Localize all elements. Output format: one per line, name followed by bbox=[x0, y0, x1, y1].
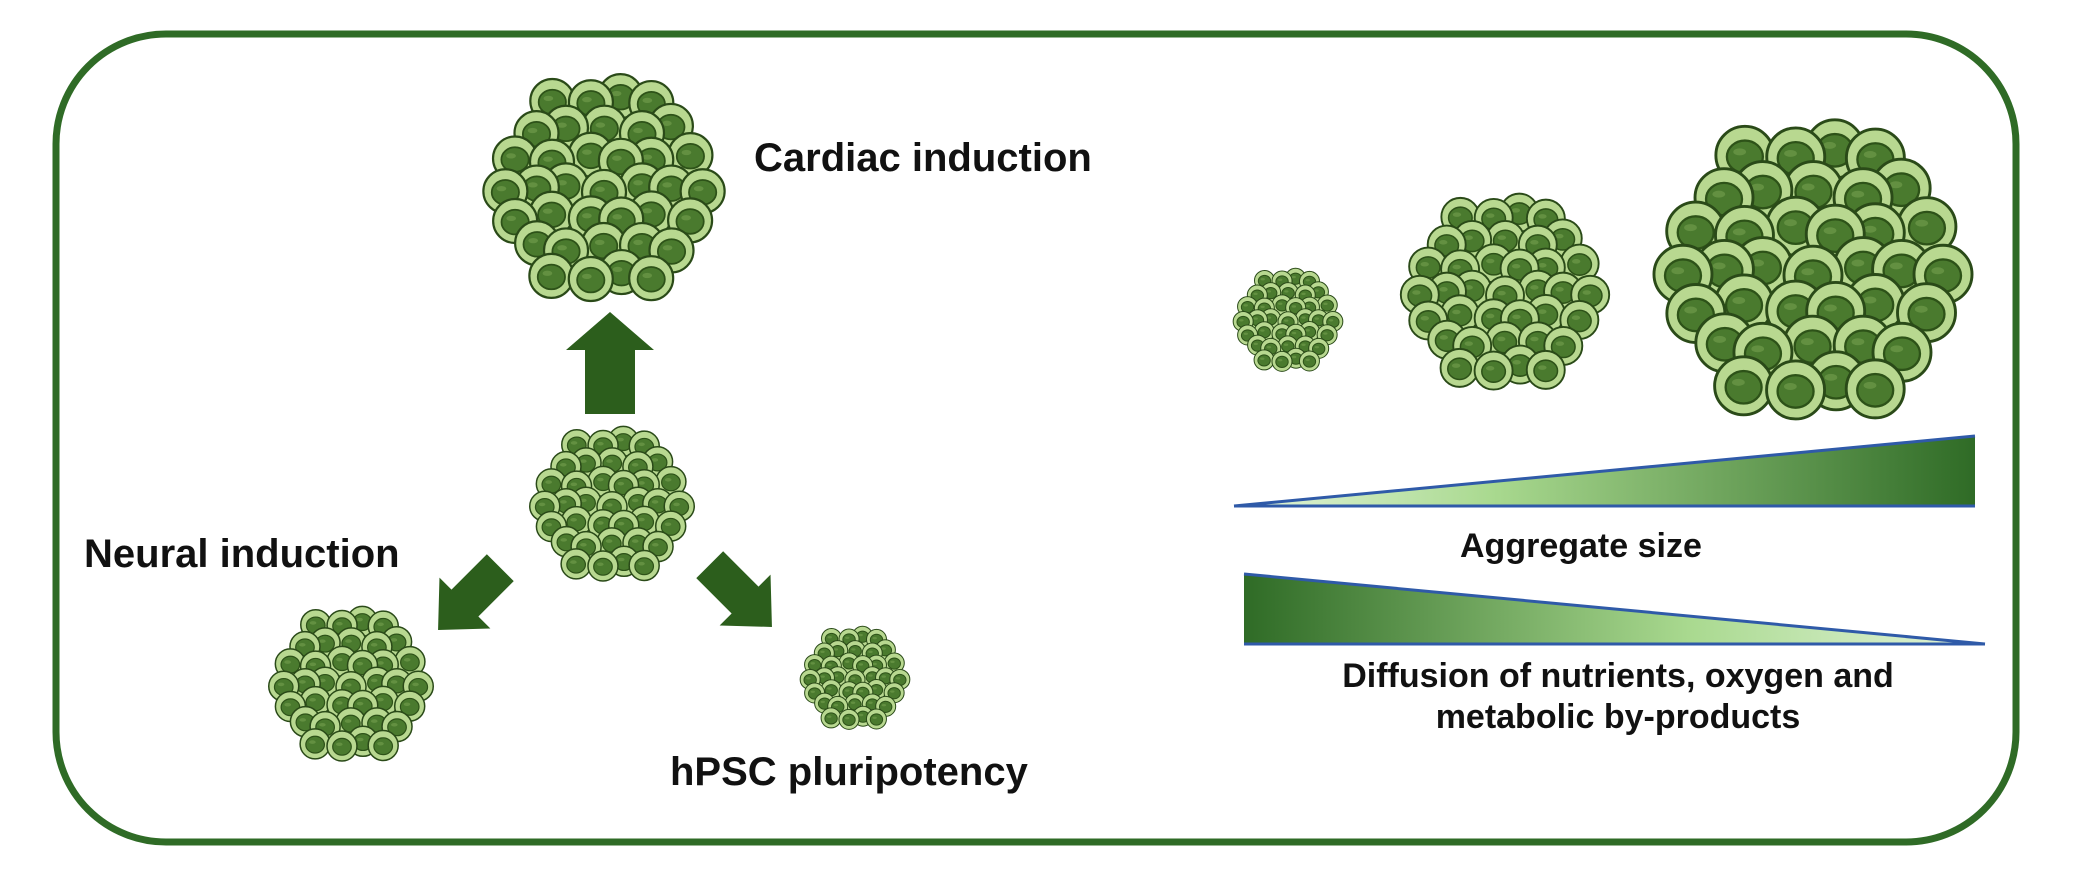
cell-icon bbox=[1439, 347, 1480, 388]
large-aggregate-icon bbox=[1652, 118, 1974, 421]
medium-aggregate-icon bbox=[1399, 192, 1611, 391]
neural-induction-label: Neural induction bbox=[84, 532, 400, 576]
cell-icon bbox=[628, 549, 660, 582]
cell-icon bbox=[628, 255, 675, 302]
aggregate-size-wedge bbox=[1233, 434, 1976, 508]
cardiac-induction-label: Cardiac induction bbox=[754, 136, 1092, 180]
cell-icon bbox=[1473, 350, 1514, 391]
hpsc-pluripotency-label: hPSC pluripotency bbox=[670, 750, 1028, 794]
cell-icon bbox=[1713, 355, 1775, 417]
cell-icon bbox=[1765, 359, 1827, 421]
arrow-down-right-icon bbox=[696, 551, 772, 627]
hpsc-small-aggregate-icon bbox=[799, 625, 911, 730]
cell-icon bbox=[1322, 310, 1344, 332]
cell-icon bbox=[820, 707, 842, 729]
cell-icon bbox=[299, 728, 331, 760]
cell-icon bbox=[560, 548, 592, 580]
aggregate-size-label: Aggregate size bbox=[1460, 527, 1702, 565]
diffusion-label: Diffusion of nutrients, oxygen and metab… bbox=[1342, 657, 1894, 736]
cell-icon bbox=[326, 730, 358, 762]
cell-icon bbox=[1525, 349, 1566, 390]
arrow-up-icon bbox=[566, 312, 654, 414]
neural-aggregate-icon bbox=[267, 605, 435, 762]
cell-icon bbox=[367, 729, 399, 762]
small-aggregate-icon bbox=[1232, 267, 1344, 372]
cell-icon bbox=[1316, 294, 1338, 316]
hpsc-center-aggregate-icon bbox=[528, 425, 696, 582]
cell-icon bbox=[528, 252, 575, 299]
cardiac-aggregate-icon bbox=[482, 73, 726, 303]
cell-icon bbox=[1298, 350, 1320, 372]
cell-icon bbox=[587, 550, 619, 582]
cell-icon bbox=[838, 708, 860, 730]
diagram-frame bbox=[52, 30, 2020, 846]
diffusion-wedge bbox=[1243, 572, 1986, 646]
cell-icon bbox=[567, 255, 614, 303]
cell-icon bbox=[1253, 349, 1275, 371]
arrow-down-left-icon bbox=[438, 554, 514, 630]
cell-icon bbox=[865, 708, 887, 730]
cell-icon bbox=[1844, 358, 1906, 420]
cell-icon bbox=[654, 510, 687, 542]
cell-icon bbox=[1271, 350, 1293, 372]
